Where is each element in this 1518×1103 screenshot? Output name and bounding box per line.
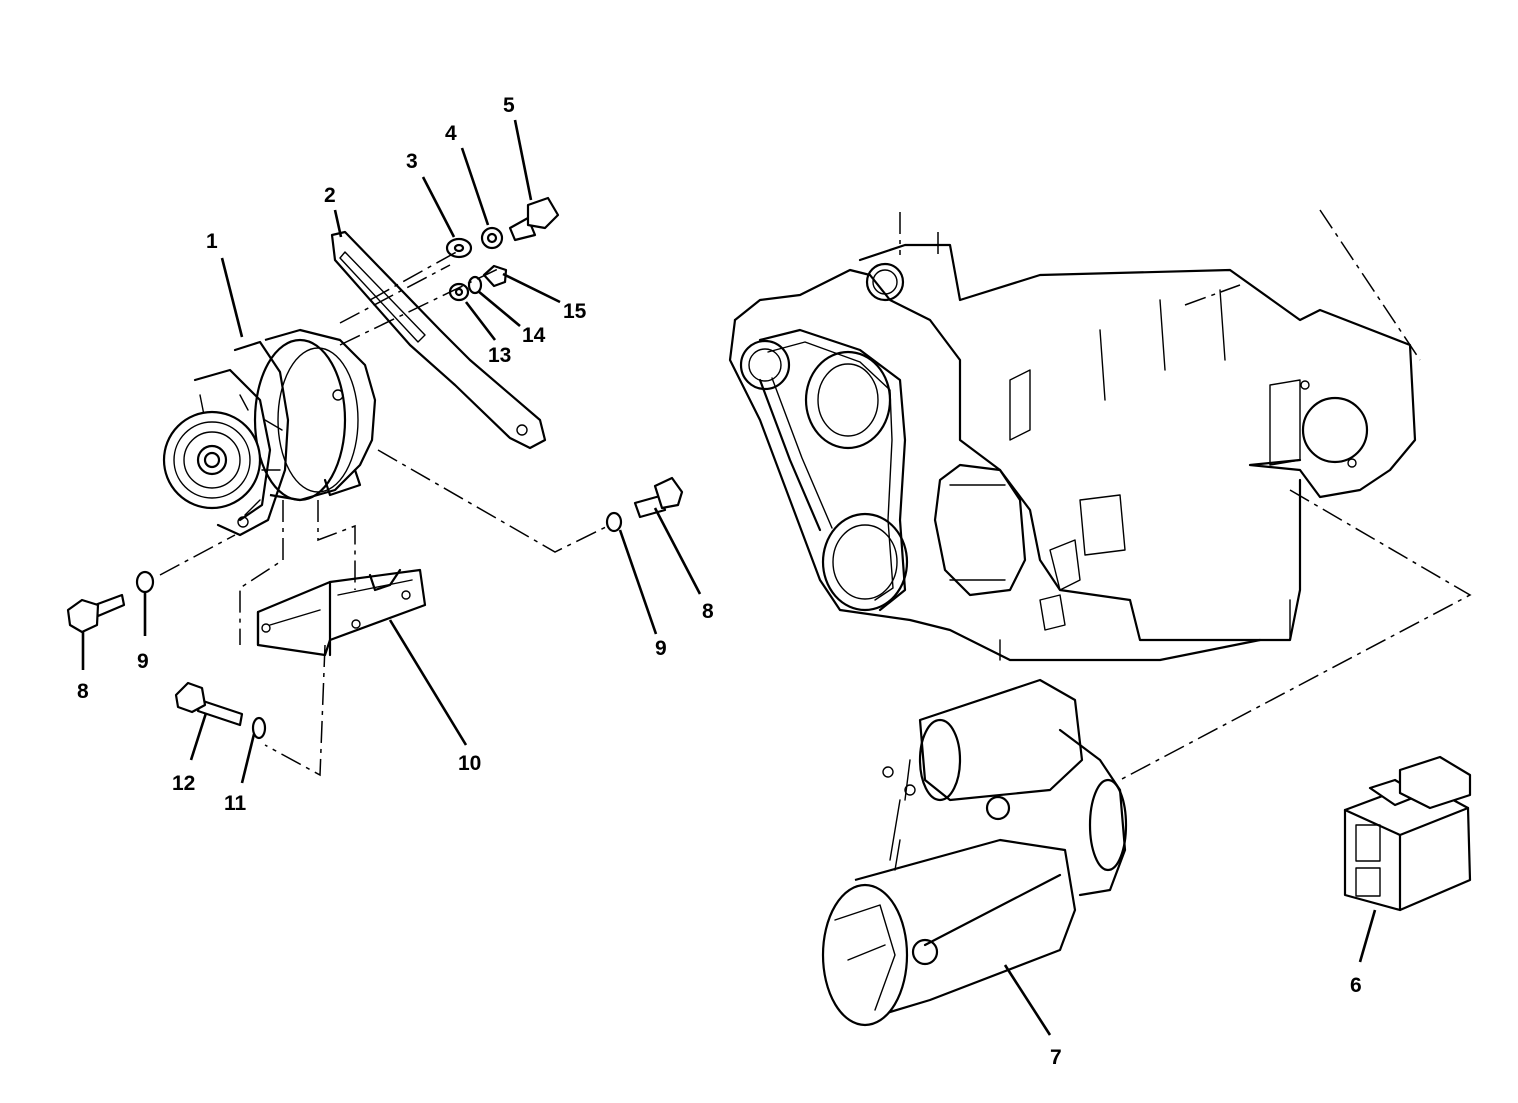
callout-8-right: 8 [702,600,714,623]
callout-10: 10 [458,752,481,775]
callout-1: 1 [206,230,218,253]
callout-13: 13 [488,344,511,367]
callout-4: 4 [445,122,457,145]
callout-3: 3 [406,150,418,173]
alternator [162,328,377,537]
leader-lines [81,119,1377,1036]
callout-6: 6 [1350,974,1362,997]
callout-9-right: 9 [655,637,667,660]
callout-9-left: 9 [137,650,149,673]
hardware [66,196,684,740]
mounting-bracket [256,568,427,657]
adjusting-link [330,230,547,450]
callout-14: 14 [522,324,546,347]
starter-motor [821,678,1128,1027]
callout-11: 11 [224,792,247,815]
callout-2: 2 [324,184,336,207]
callout-7: 7 [1050,1046,1062,1069]
callout-8-left: 8 [77,680,89,703]
connector [1343,755,1472,912]
engine-block [728,209,1421,662]
callout-12: 12 [172,772,195,795]
assembly-lines [159,249,1472,781]
callout-labels: 1 2 3 4 5 13 14 15 8 9 8 9 10 12 11 7 6 [77,94,1362,1069]
callout-15: 15 [563,300,587,323]
callout-5: 5 [503,94,515,117]
